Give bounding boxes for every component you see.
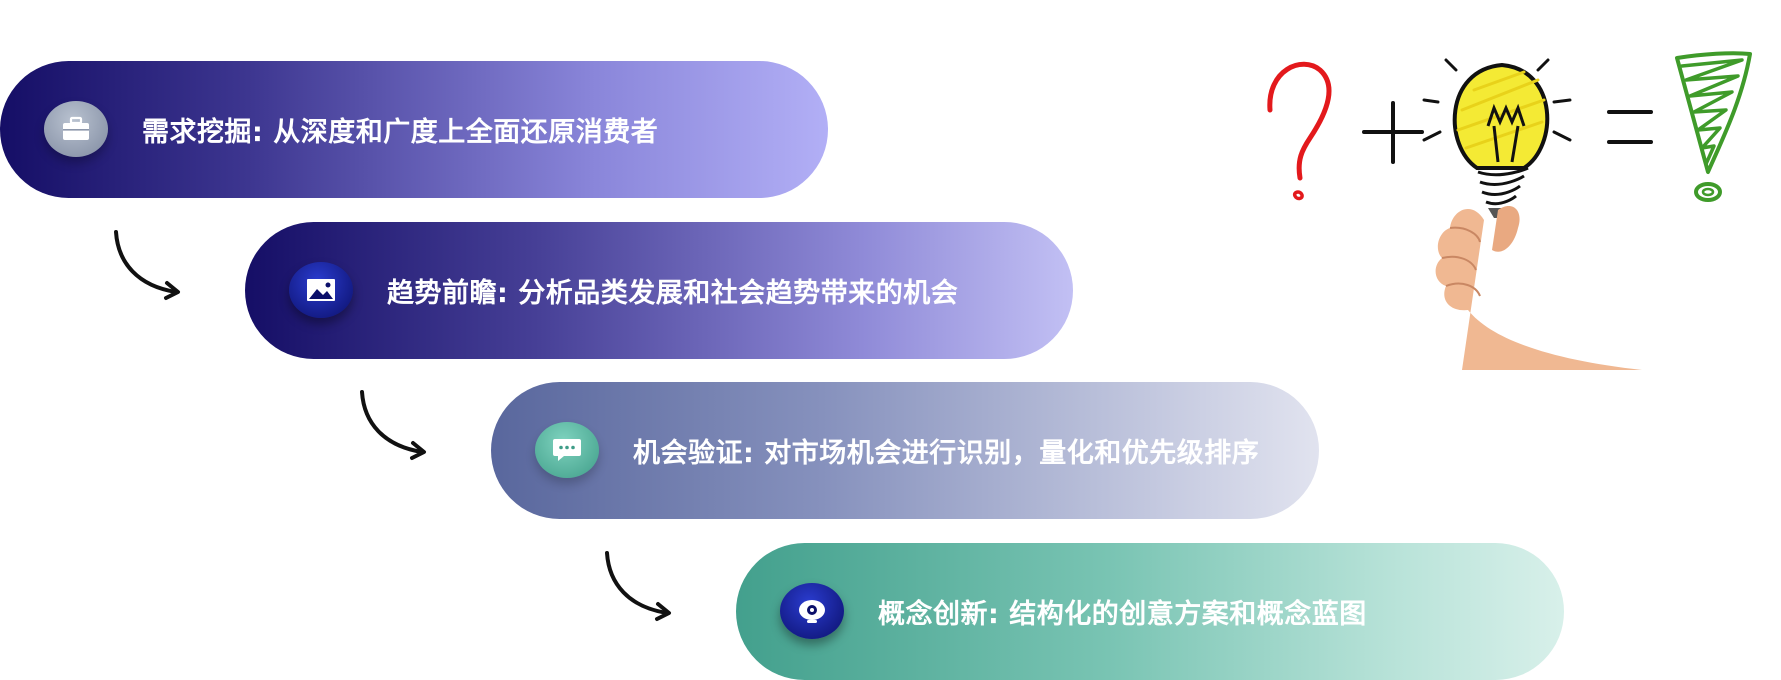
step-4-label: 概念创新: 结构化的创意方案和概念蓝图 <box>878 599 1367 630</box>
step-3-label: 机会验证: 对市场机会进行识别，量化和优先级排序 <box>633 438 1260 469</box>
step-4-pill: 概念创新: 结构化的创意方案和概念蓝图 <box>736 543 1564 680</box>
chat-bubble-icon <box>553 439 581 461</box>
hand-icon <box>1435 206 1642 370</box>
equals-icon <box>1607 110 1653 144</box>
step-3-pill: 机会验证: 对市场机会进行识别，量化和优先级排序 <box>491 382 1319 519</box>
idea-illustration <box>1267 51 1752 370</box>
curved-arrow-icon <box>360 390 426 460</box>
step-1-label: 需求挖掘: 从深度和广度上全面还原消费者 <box>142 117 659 148</box>
eye-icon-circle <box>780 583 844 639</box>
image-icon <box>307 279 335 301</box>
lightbulb-icon <box>1422 58 1572 218</box>
question-mark-icon <box>1267 61 1332 201</box>
curved-arrow-icon <box>605 551 671 621</box>
chat-bubble-icon-circle <box>535 422 599 478</box>
step-2-pill: 趋势前瞻: 分析品类发展和社会趋势带来的机会 <box>245 222 1073 359</box>
exclamation-mark-icon <box>1675 51 1752 202</box>
briefcase-icon-circle <box>44 101 108 157</box>
curved-arrow-icon <box>114 230 180 300</box>
eye-icon <box>799 600 825 623</box>
step-1-pill: 需求挖掘: 从深度和广度上全面还原消费者 <box>0 61 828 198</box>
image-icon-circle <box>289 262 353 318</box>
step-2-label: 趋势前瞻: 分析品类发展和社会趋势带来的机会 <box>387 278 959 309</box>
plus-icon <box>1362 101 1424 164</box>
briefcase-icon <box>63 116 89 140</box>
